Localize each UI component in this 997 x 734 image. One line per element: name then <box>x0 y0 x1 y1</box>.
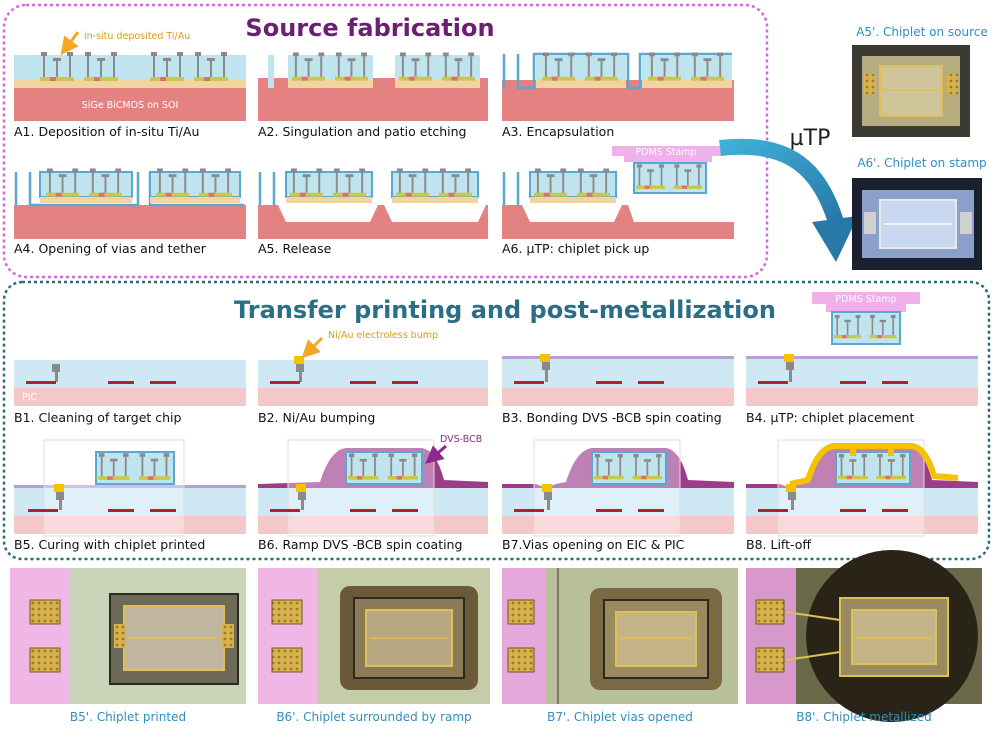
photo-b7-chiplet-vias-opened <box>502 568 738 704</box>
pic-note: PIC <box>22 392 38 403</box>
photo-a6-caption: A6'. Chiplet on stamp <box>857 156 986 170</box>
step-b8-label: B8. Lift-off <box>746 537 811 552</box>
stamp-with-chiplet <box>812 292 920 345</box>
step-a4-label: A4. Opening of vias and tether <box>14 241 207 256</box>
step-b5-diagram <box>14 439 246 537</box>
utp-arrow <box>719 138 844 225</box>
step-a2-label: A2. Singulation and patio etching <box>258 124 466 139</box>
step-b2-label: B2. Ni/Au bumping <box>258 410 375 425</box>
step-b3-diagram <box>502 354 734 406</box>
step-b1-diagram <box>14 360 246 406</box>
step-a3-label: A3. Encapsulation <box>502 124 614 139</box>
utp-arrow-head <box>812 216 858 262</box>
step-b8-diagram <box>746 439 978 537</box>
photo-a5-chiplet-on-source <box>852 45 970 137</box>
photo-a5-caption: A5'. Chiplet on source <box>856 25 988 39</box>
photo-b8-caption: B8'. Chiplet metallized <box>796 710 931 724</box>
step-a3-diagram <box>502 52 734 121</box>
photo-b6-caption: B6'. Chiplet surrounded by ramp <box>276 710 471 724</box>
step-a5-label: A5. Release <box>258 241 332 256</box>
step-a6-diagram <box>502 146 734 239</box>
transfer-printing-frame <box>2 280 991 561</box>
step-a5-diagram <box>258 168 488 239</box>
step-b7-label: B7.Vias opening on EIC & PIC <box>502 537 685 552</box>
photo-b5-chiplet-printed <box>10 568 246 704</box>
photo-b8-chiplet-metallized <box>746 550 982 722</box>
photo-b6-chiplet-surrounded-by-ramp <box>258 568 490 704</box>
niau-note: Ni/Au electroless bump <box>328 330 438 341</box>
step-b4-diagram <box>746 354 978 406</box>
pdms-stamp-note-b: PDMS Stamp <box>835 294 896 305</box>
utp-label: µTP <box>790 126 831 151</box>
step-a2-diagram <box>258 52 488 121</box>
step-b6-label: B6. Ramp DVS -BCB spin coating <box>258 537 462 552</box>
photo-b7-caption: B7'. Chiplet vias opened <box>547 710 693 724</box>
step-b7-diagram <box>502 439 734 537</box>
step-b4-label: B4. µTP: chiplet placement <box>746 410 914 425</box>
pdms-stamp-note-a6: PDMS Stamp <box>635 147 696 158</box>
insitu-note: in-situ deposited Ti/Au <box>84 31 190 42</box>
step-b3-label: B3. Bonding DVS -BCB spin coating <box>502 410 722 425</box>
step-b6-diagram <box>258 439 488 537</box>
source-fabrication-frame <box>2 3 769 279</box>
dvs-bcb-note: DVS-BCB <box>440 434 482 445</box>
step-a6-label: A6. µTP: chiplet pick up <box>502 241 649 256</box>
step-b1-label: B1. Cleaning of target chip <box>14 410 182 425</box>
step-a1-diagram <box>14 31 246 121</box>
step-a4-diagram <box>14 168 246 239</box>
step-a1-label: A1. Deposition of in-situ Ti/Au <box>14 124 199 139</box>
photo-b5-caption: B5'. Chiplet printed <box>70 710 186 724</box>
transfer-printing-title: Transfer printing and post-metallization <box>234 296 776 324</box>
source-fabrication-title: Source fabrication <box>245 14 494 42</box>
step-b5-label: B5. Curing with chiplet printed <box>14 537 205 552</box>
step-b2-diagram <box>258 336 488 406</box>
sige-note: SiGe BiCMOS on SOI <box>82 100 179 111</box>
photo-a6-chiplet-on-stamp <box>852 178 982 270</box>
